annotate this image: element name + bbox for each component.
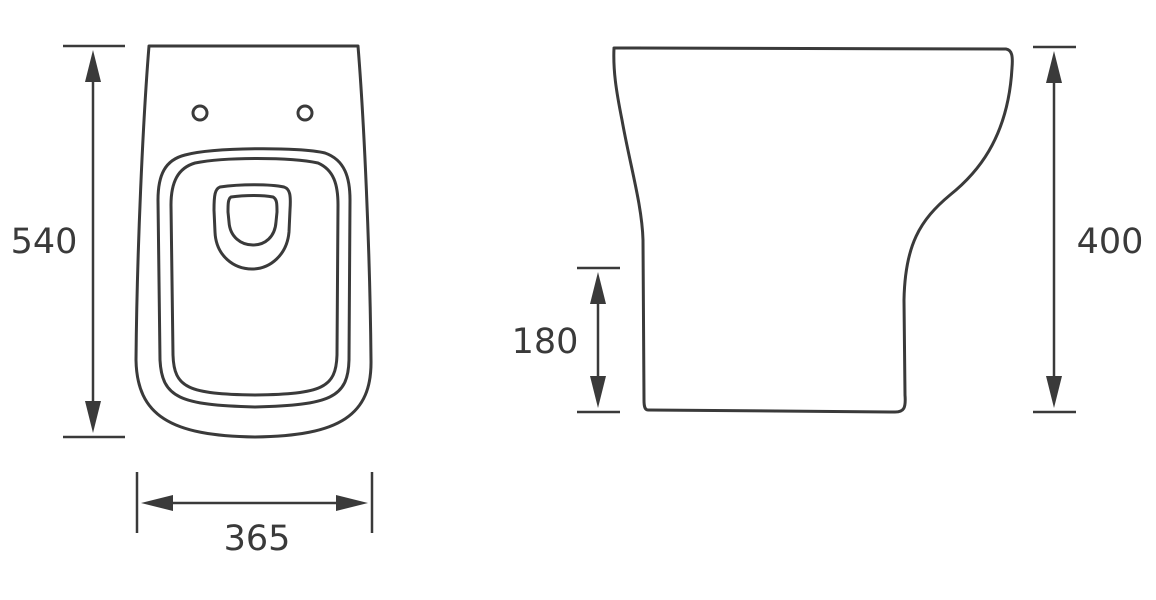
fixing-hole-right [296, 104, 314, 122]
fixing-hole-left [191, 104, 209, 122]
seat-rim-outer [156, 147, 352, 409]
dimension-label-180: 180 [512, 322, 579, 362]
dimension-180: 180 [512, 266, 620, 414]
pan-outline [134, 44, 373, 439]
dimension-label-365: 365 [224, 519, 291, 559]
top-view [134, 44, 373, 439]
bowl-inner [226, 194, 279, 247]
seat-rim-inner [169, 157, 340, 397]
dimension-365: 365 [135, 472, 374, 559]
dimension-400: 400 [1033, 45, 1144, 414]
dimension-label-540: 540 [11, 222, 78, 262]
side-view-outline [612, 46, 1014, 414]
dimension-label-400: 400 [1077, 222, 1144, 262]
dimension-540: 540 [11, 44, 125, 439]
bowl-outer [212, 183, 292, 271]
